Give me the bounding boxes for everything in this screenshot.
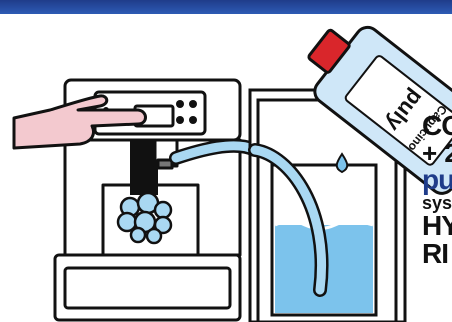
control-button <box>189 100 197 108</box>
instruction-line-1: CO <box>422 112 452 140</box>
drip-tray <box>65 268 230 308</box>
instruction-text: CO + 2 pu sys HY RI <box>422 112 452 268</box>
control-button <box>176 100 184 108</box>
instruction-line-3: pu <box>422 166 452 194</box>
instruction-line-6: RI <box>422 240 452 268</box>
instruction-line-2: + 2 <box>422 140 452 166</box>
control-button <box>176 116 184 124</box>
control-button <box>189 116 197 124</box>
instruction-line-5: HY <box>422 212 452 240</box>
